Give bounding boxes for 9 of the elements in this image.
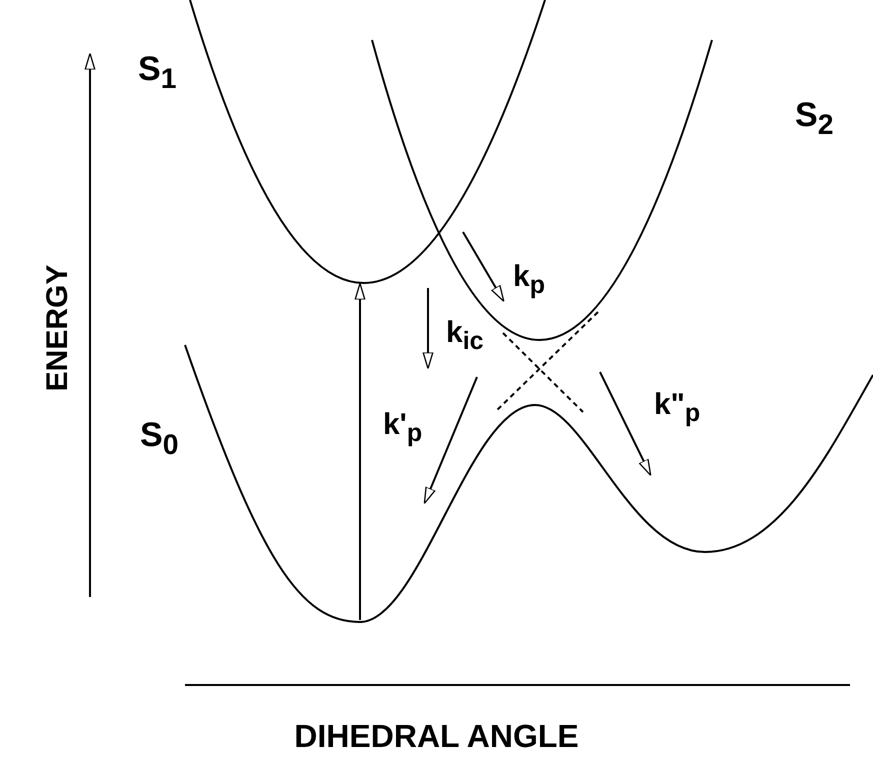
rate-constant-label: k"$_{p}$ — [654, 390, 700, 426]
state-label: S$_{2}$ — [795, 98, 834, 140]
state-label: S$_{1}$ — [138, 52, 176, 94]
rate-constant-label: k$_{p}$ — [513, 262, 545, 298]
axis-title: ENERGY — [43, 264, 73, 394]
rate-constant-label: k$_{ic}$ — [446, 318, 484, 354]
state-label: S$_{0}$ — [140, 418, 178, 460]
rate-constant-label: k'$_{p}$ — [383, 410, 422, 446]
axis-title: DIHEDRAL ANGLE — [293, 720, 580, 752]
